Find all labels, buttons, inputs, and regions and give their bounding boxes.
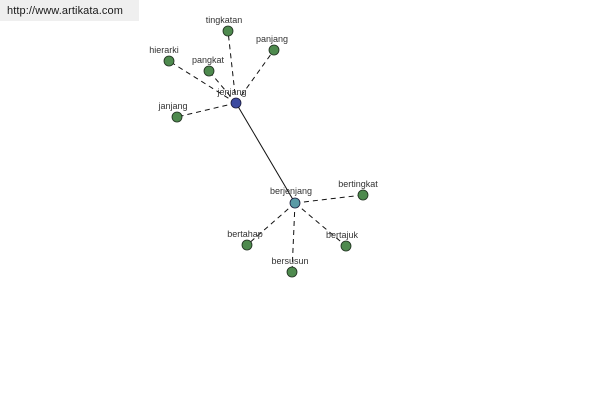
- node-janjang[interactable]: [171, 111, 183, 123]
- edge-berjenjang-bersusun: [291, 202, 296, 273]
- node-jenjang[interactable]: [230, 97, 242, 109]
- node-label-pangkat[interactable]: pangkat: [192, 55, 225, 65]
- node-panjang[interactable]: [268, 44, 280, 56]
- node-bertahap[interactable]: [241, 239, 253, 251]
- node-hierarki[interactable]: [163, 55, 175, 67]
- edge-jenjang-pangkat: [208, 70, 237, 104]
- node-label-bertajuk[interactable]: bertajuk: [326, 230, 359, 240]
- edges-layer: [168, 30, 364, 273]
- edge-berjenjang-bertajuk: [294, 202, 347, 247]
- edge-jenjang-hierarki: [168, 60, 237, 104]
- edge-jenjang-tingkatan: [227, 30, 237, 104]
- node-bertingkat[interactable]: [357, 189, 369, 201]
- node-bertajuk[interactable]: [340, 240, 352, 252]
- node-label-tingkatan[interactable]: tingkatan: [206, 15, 243, 25]
- node-label-bersusun[interactable]: bersusun: [271, 256, 308, 266]
- node-label-hierarki[interactable]: hierarki: [149, 45, 179, 55]
- source-url-banner[interactable]: http://www.artikata.com: [0, 0, 139, 21]
- node-label-jenjang[interactable]: jenjang: [216, 87, 246, 97]
- node-label-janjang[interactable]: janjang: [157, 101, 187, 111]
- node-tingkatan[interactable]: [222, 25, 234, 37]
- node-berjenjang[interactable]: [289, 197, 301, 209]
- node-label-panjang[interactable]: panjang: [256, 34, 288, 44]
- edge-jenjang-panjang: [235, 49, 275, 104]
- node-label-berjenjang[interactable]: berjenjang: [270, 186, 312, 196]
- nodes-layer: [163, 25, 369, 278]
- node-bersusun[interactable]: [286, 266, 298, 278]
- edge-berjenjang-bertingkat: [294, 194, 364, 204]
- node-label-bertahap[interactable]: bertahap: [227, 229, 263, 239]
- edge-jenjang-janjang: [176, 102, 237, 118]
- node-label-bertingkat[interactable]: bertingkat: [338, 179, 378, 189]
- node-pangkat[interactable]: [203, 65, 215, 77]
- labels-layer: jenjang berjenjang tingkatan panjang hierark…: [149, 15, 378, 266]
- edge-jenjang-berjenjang: [235, 102, 296, 204]
- edge-berjenjang-bertahap: [246, 202, 296, 246]
